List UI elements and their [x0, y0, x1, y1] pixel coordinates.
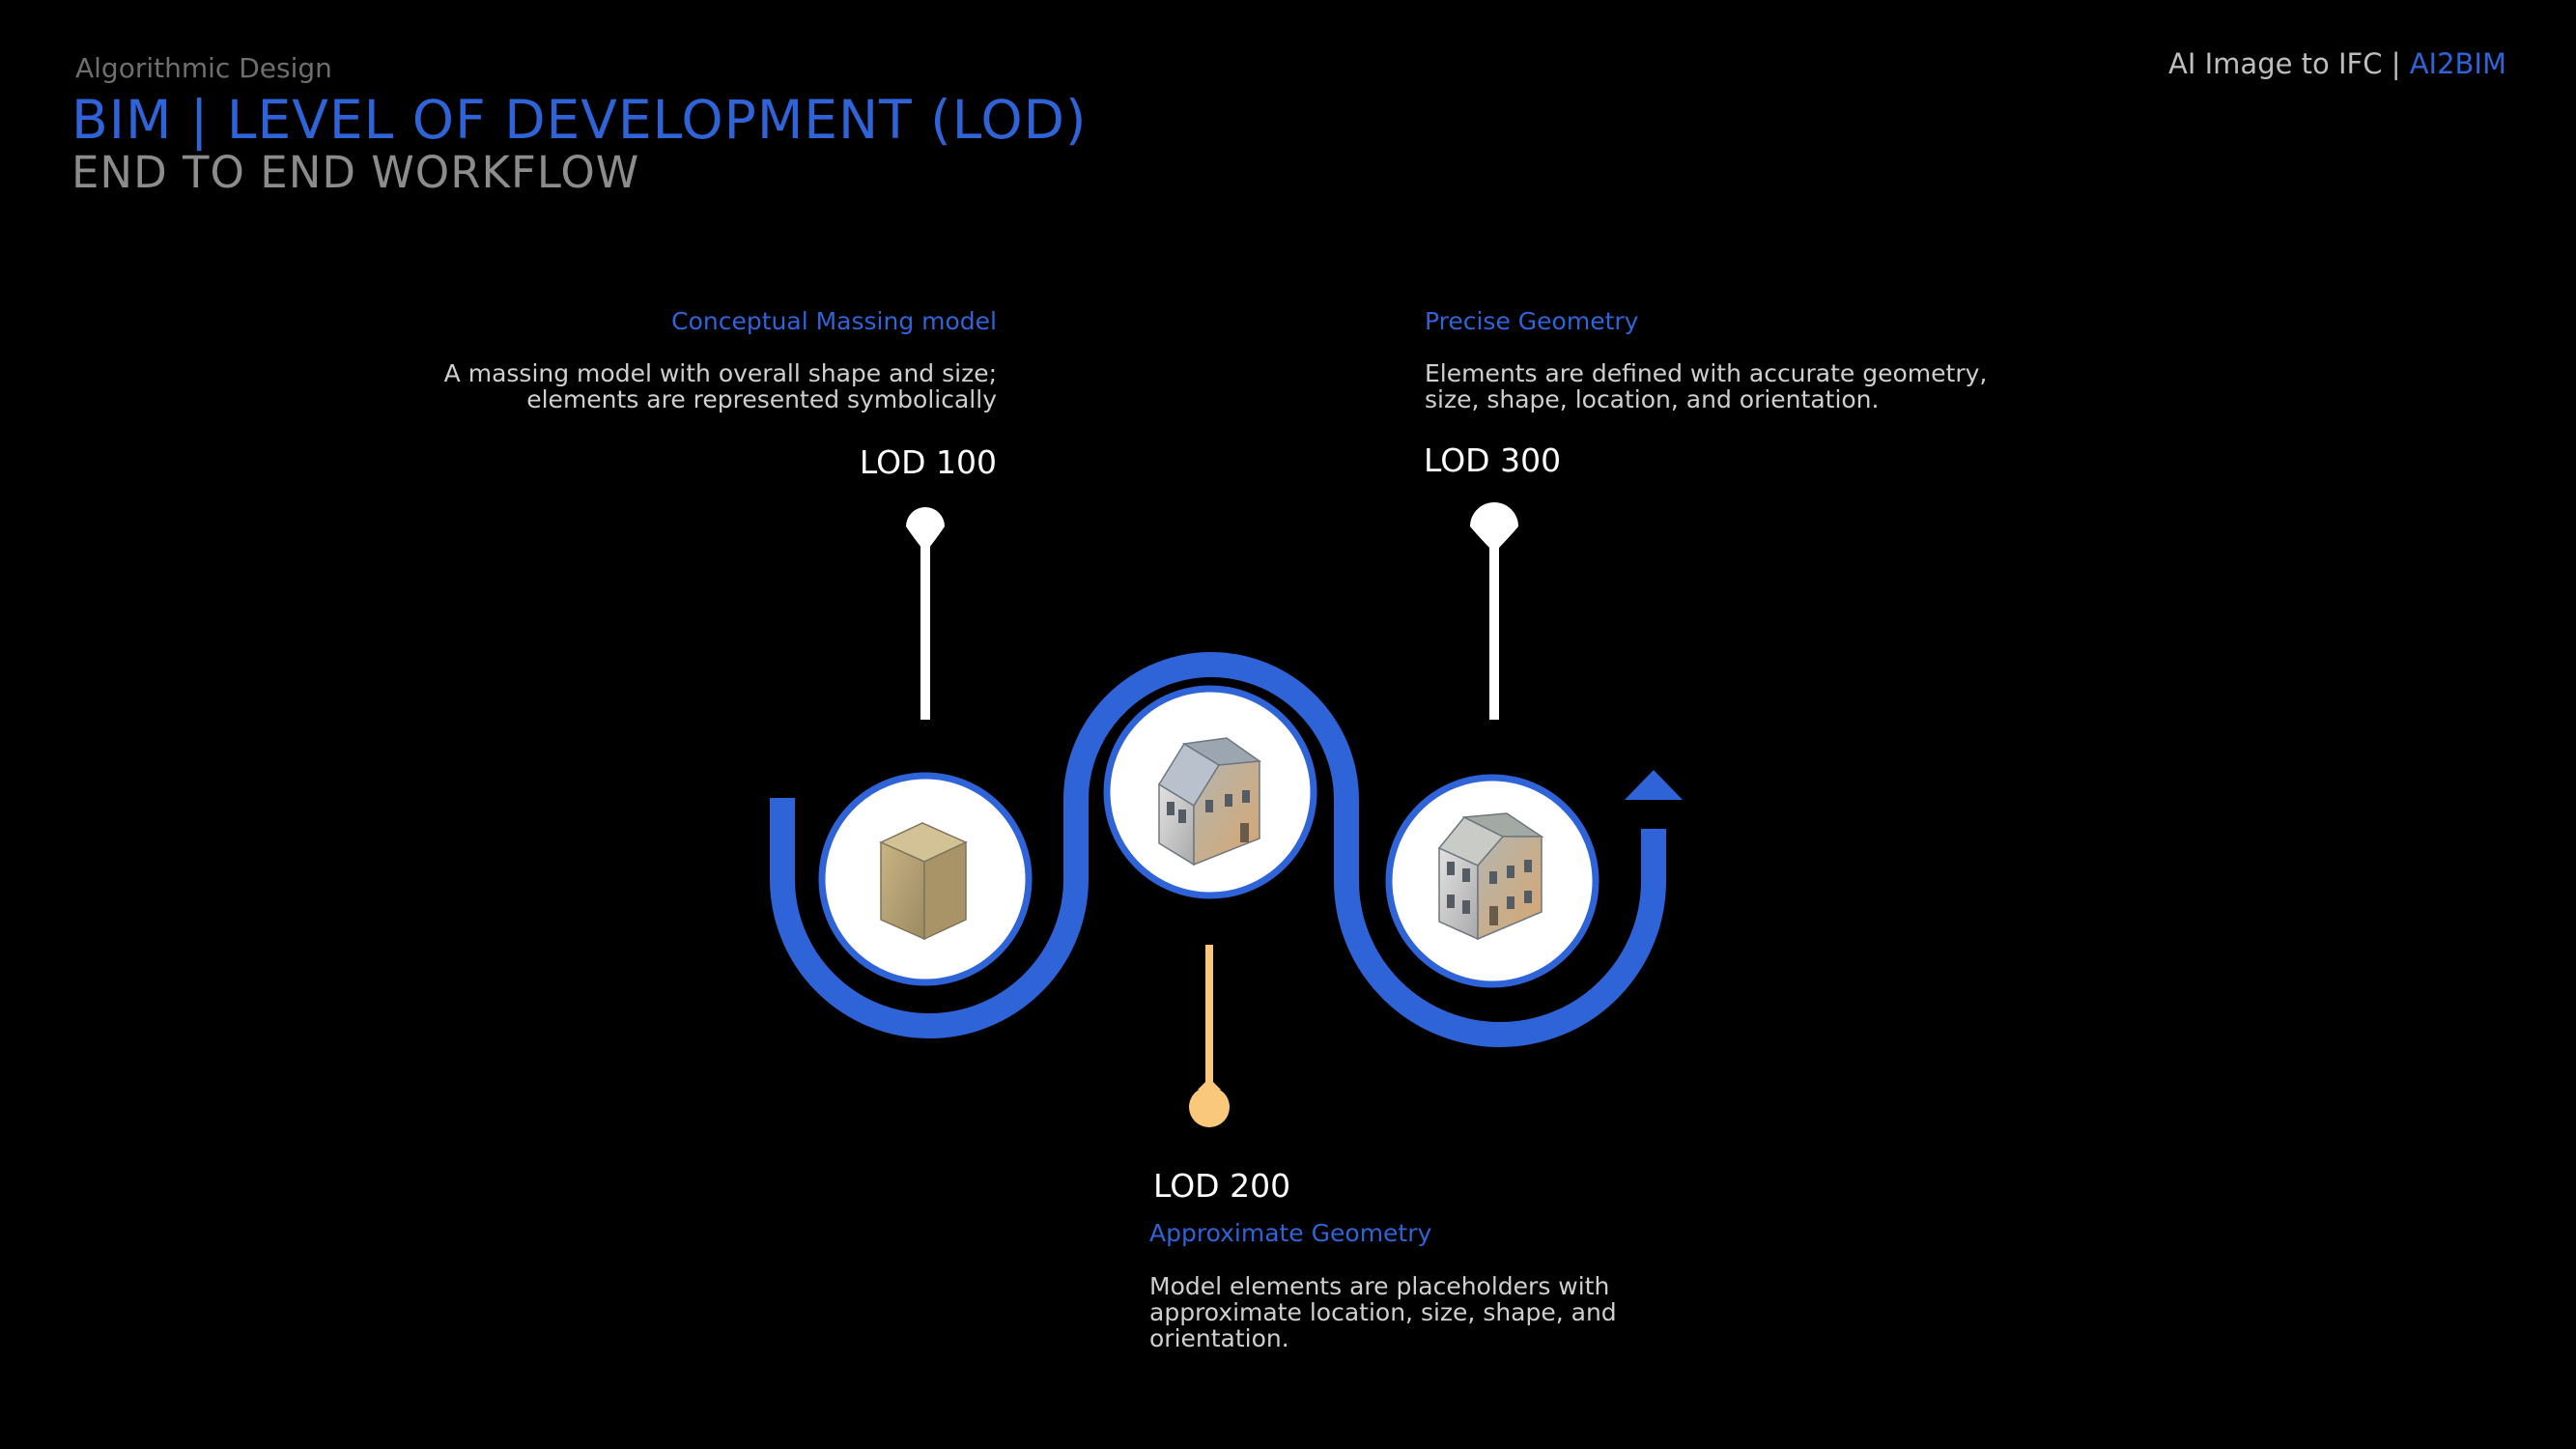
brand-prefix: AI Image to IFC |	[2168, 47, 2410, 80]
massing-block-icon	[879, 822, 968, 941]
lod200-pin	[1189, 945, 1230, 1127]
kicker-text: Algorithmic Design	[75, 52, 332, 84]
flow-arrowhead	[1625, 770, 1683, 800]
flow-track	[770, 652, 1683, 1047]
page-title: BIM | LEVEL OF DEVELOPMENT (LOD)	[71, 89, 1088, 151]
page-subtitle: END TO END WORKFLOW	[71, 147, 640, 198]
lod100-description: A massing model with overall shape and s…	[443, 359, 997, 413]
lod100-heading: Conceptual Massing model	[671, 307, 997, 335]
lod200-node	[1103, 685, 1317, 899]
lod300-label: LOD 300	[1424, 441, 1562, 479]
lod100-label: LOD 100	[859, 443, 997, 481]
lod200-heading: Approximate Geometry	[1149, 1219, 1432, 1247]
lod300-pin	[1470, 502, 1518, 720]
lod200-description: Model elements are placeholders with app…	[1149, 1272, 1617, 1352]
lod100-node	[818, 772, 1033, 986]
lod200-label: LOD 200	[1153, 1167, 1291, 1205]
lod300-heading: Precise Geometry	[1425, 307, 1639, 335]
lod300-description: Elements are defined with accurate geome…	[1425, 359, 1988, 413]
house-simple-icon	[1157, 737, 1262, 867]
brand-label: AI Image to IFC | AI2BIM	[2168, 47, 2506, 80]
lod300-node	[1385, 774, 1599, 988]
brand-accent: AI2BIM	[2409, 47, 2506, 80]
house-detailed-icon	[1437, 812, 1544, 941]
lod100-pin	[906, 507, 945, 720]
